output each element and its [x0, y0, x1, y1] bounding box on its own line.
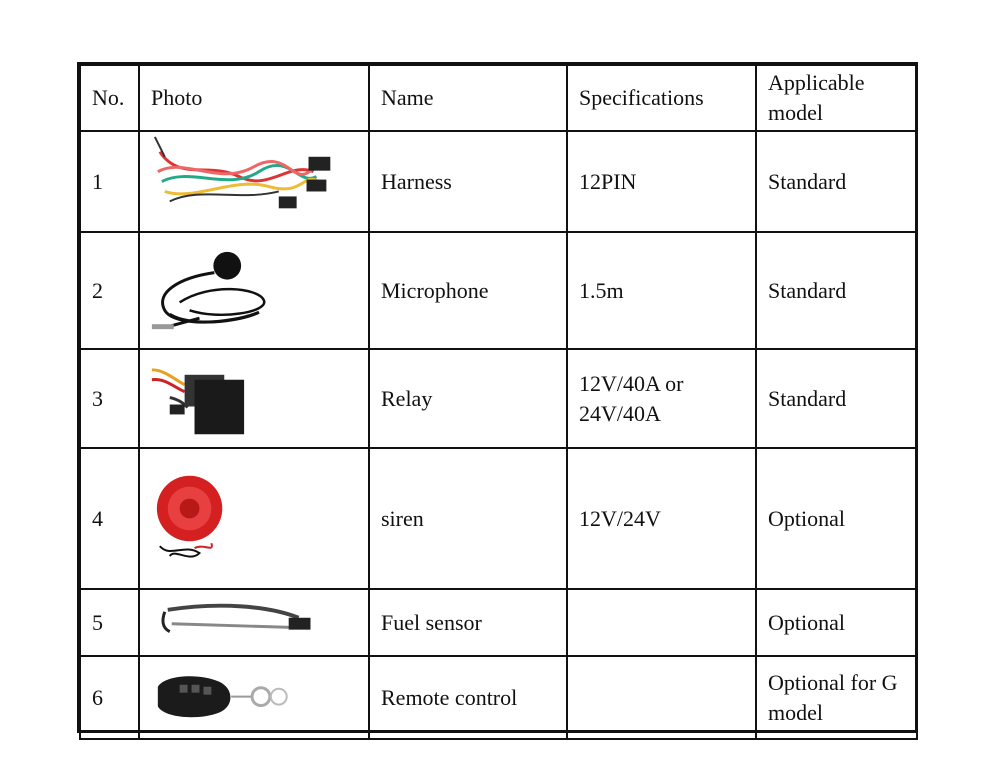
item-name: siren — [368, 447, 568, 591]
photo-cell — [138, 655, 370, 740]
photo-cell — [138, 588, 370, 658]
table-row: 1 Harness 12PIN Standard — [79, 129, 918, 234]
table-header-row: No. Photo Name Specifications Applicable… — [79, 64, 918, 132]
table-row: 6 Remote control Optional for G model — [79, 655, 918, 740]
item-name: Fuel sensor — [368, 588, 568, 658]
item-name: Remote control — [368, 655, 568, 740]
item-spec — [566, 588, 757, 658]
header-no: No. — [79, 64, 140, 132]
siren-icon — [156, 476, 223, 558]
item-model: Standard — [755, 348, 918, 450]
row-number: 1 — [79, 129, 140, 234]
table-row: 4 siren 12V/24V Optional — [79, 447, 918, 591]
item-spec: 12PIN — [566, 129, 757, 234]
item-spec: 1.5m — [566, 231, 757, 351]
wire-harness-icon — [153, 136, 331, 209]
item-name: Microphone — [368, 231, 568, 351]
microphone-icon — [151, 251, 266, 330]
item-model: Standard — [755, 129, 918, 234]
item-spec: 12V/24V — [566, 447, 757, 591]
relay-icon — [151, 368, 245, 435]
table-row: 5 Fuel sensor Optional — [79, 588, 918, 658]
fuel-sensor-icon — [161, 603, 311, 633]
item-name: Harness — [368, 129, 568, 234]
row-number: 5 — [79, 588, 140, 658]
photo-cell — [138, 129, 370, 234]
header-specifications: Specifications — [566, 64, 757, 132]
photo-cell — [138, 231, 370, 351]
row-number: 3 — [79, 348, 140, 450]
table-row: 2 Microphone 1.5m Standard — [79, 231, 918, 351]
item-spec: 12V/40A or 24V/40A — [566, 348, 757, 450]
item-model: Optional for G model — [755, 655, 918, 740]
photo-cell — [138, 348, 370, 450]
row-number: 2 — [79, 231, 140, 351]
photo-cell — [138, 447, 370, 591]
row-number: 6 — [79, 655, 140, 740]
row-number: 4 — [79, 447, 140, 591]
item-spec — [566, 655, 757, 740]
item-model: Standard — [755, 231, 918, 351]
header-name: Name — [368, 64, 568, 132]
accessories-table: No. Photo Name Specifications Applicable… — [79, 64, 918, 740]
item-name: Relay — [368, 348, 568, 450]
header-applicable-model: Applicable model — [755, 64, 918, 132]
item-model: Optional — [755, 447, 918, 591]
remote-control-icon — [157, 676, 288, 718]
item-model: Optional — [755, 588, 918, 658]
header-photo: Photo — [138, 64, 370, 132]
table-row: 3 Relay 12V/40A or 24V/40A Standard — [79, 348, 918, 450]
